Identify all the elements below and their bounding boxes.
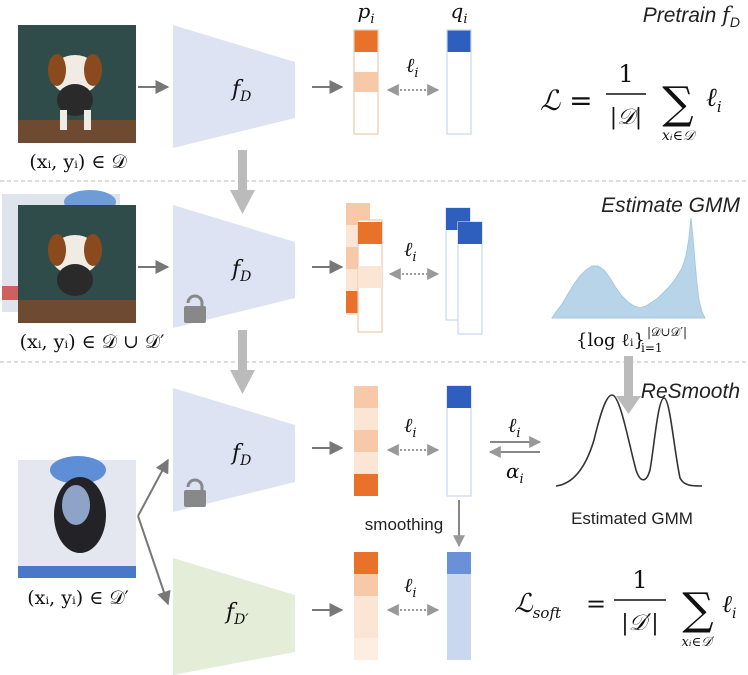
loss-label: ℓi (406, 53, 419, 81)
svg-text:ℓi: ℓi (722, 590, 736, 622)
mixed-images (2, 190, 136, 323)
prediction-vectors-stacked (346, 203, 383, 333)
loss-label: ℓi (404, 573, 417, 601)
model-trapezoid-fD-frozen (173, 205, 295, 328)
loss-formula: ℒ = 1 |𝒟| ∑ xᵢ∈𝒟 ℓi (540, 60, 722, 144)
input-label-row1: (xᵢ, yᵢ) ∈ 𝒟 (29, 151, 127, 173)
svg-text:∑: ∑ (662, 78, 693, 129)
stage-title-estimate: Estimate GMM (601, 194, 740, 217)
alpha-label: αi (506, 459, 524, 487)
model-trapezoid-fDprime (173, 558, 295, 675)
loss-label: ℓi (508, 413, 521, 441)
prediction-vector-p (353, 29, 379, 135)
q-label: qi (451, 0, 468, 27)
svg-text:|𝒟|: |𝒟| (610, 105, 642, 130)
stage-title-resmooth: ReSmooth (641, 380, 740, 403)
prediction-vector-p-soft (354, 552, 378, 660)
soft-loss-formula: ℒsoft = 1 |𝒟′| ∑ xᵢ∈𝒟′ ℓi (514, 566, 736, 650)
dog-image (18, 25, 136, 143)
svg-text:ℒsoft: ℒsoft (514, 589, 562, 622)
svg-text:1: 1 (618, 60, 633, 88)
stage-transition-arrow (230, 150, 255, 214)
svg-text:ℓi: ℓi (706, 83, 722, 116)
svg-text:ℒ =: ℒ = (540, 84, 593, 117)
svg-text:|𝒟′|: |𝒟′| (621, 611, 658, 636)
stage-transition-arrow (230, 330, 255, 394)
histogram-to-gmm-arrow (616, 356, 641, 414)
smoothing-label: smoothing (365, 515, 443, 534)
prediction-vector-p (354, 386, 378, 496)
svg-text:=: = (586, 590, 606, 618)
lock-icon (184, 478, 206, 507)
lock-icon (184, 294, 206, 323)
loss-label: ℓi (404, 413, 417, 441)
model-trapezoid-fD-frozen (173, 388, 295, 512)
smoothed-label-vector-q (447, 552, 471, 660)
input-label-row3: (xᵢ, yᵢ) ∈ 𝒟′ (27, 587, 129, 609)
label-vector-q (446, 385, 472, 497)
label-vector-q (446, 29, 472, 135)
p-label: pi (358, 0, 375, 27)
input-label-row2: (xᵢ, yᵢ) ∈ 𝒟 ∪ 𝒟′ (20, 331, 165, 353)
gmm-curve (555, 394, 703, 487)
svg-text:∑: ∑ (682, 584, 713, 635)
arrow (137, 515, 171, 606)
arrow (137, 458, 169, 517)
svg-text:xᵢ∈𝒟: xᵢ∈𝒟 (662, 128, 697, 144)
label-vectors-stacked (445, 207, 483, 335)
loss-histogram (551, 217, 706, 319)
stage-title-pretrain: Pretrain fD (643, 3, 740, 30)
cat-image (18, 456, 136, 578)
svg-text:1: 1 (632, 566, 647, 594)
histogram-caption: {log ℓᵢ}|𝒟∪𝒟′|i=1 (576, 325, 687, 355)
svg-text:xᵢ∈𝒟′: xᵢ∈𝒟′ (682, 635, 715, 650)
gmm-caption: Estimated GMM (571, 509, 693, 528)
model-trapezoid-fD (173, 25, 295, 148)
loss-label: ℓi (404, 237, 417, 265)
